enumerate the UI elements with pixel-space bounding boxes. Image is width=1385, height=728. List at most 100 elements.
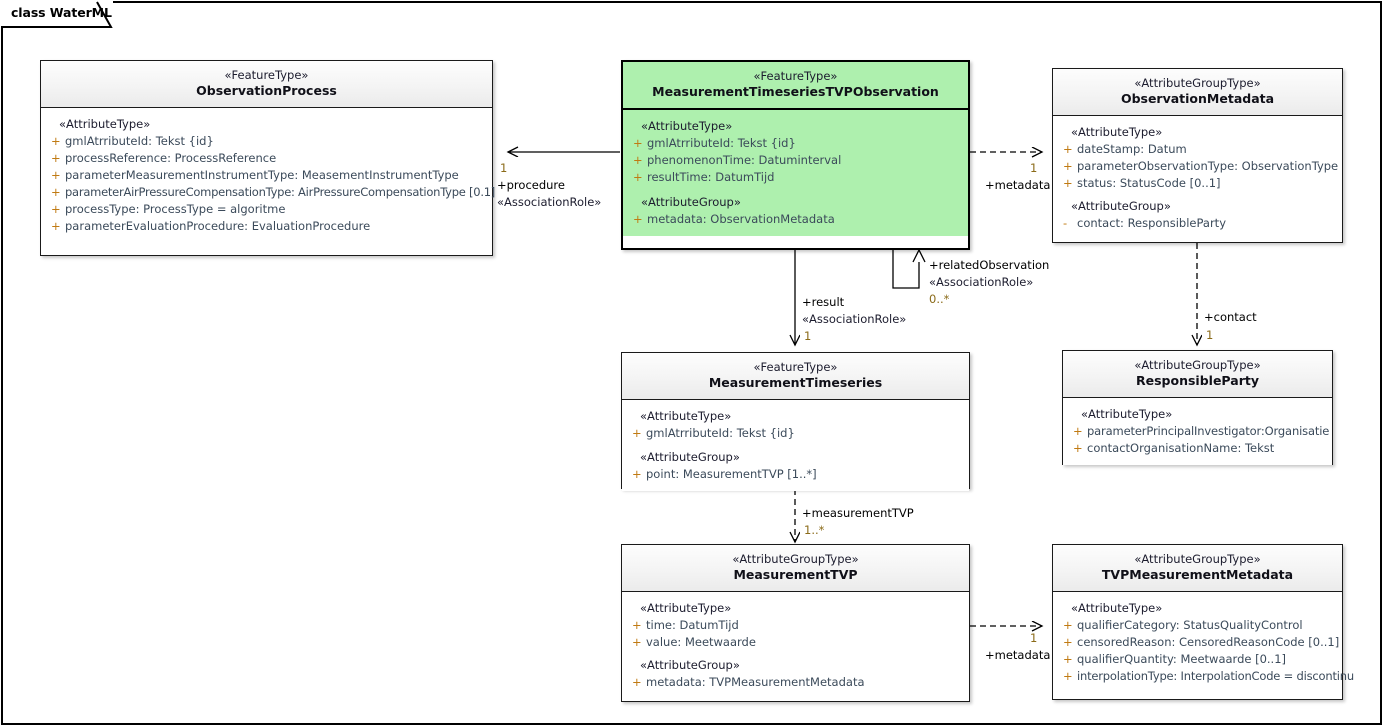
attribute-row: + value: Meetwaarde xyxy=(626,634,965,651)
connector-result-stereotype: «AssociationRole» xyxy=(802,312,907,326)
diagram-frame-tab: class WaterML xyxy=(1,1,113,28)
attribute-visibility: + xyxy=(51,168,61,182)
attribute-visibility: + xyxy=(1063,669,1073,683)
class-header: «AttributeGroupType» ObservationMetadata xyxy=(1053,69,1342,116)
attribute-text: dateStamp: Datum xyxy=(1077,142,1187,156)
attribute-row: + dateStamp: Datum xyxy=(1057,141,1338,158)
attribute-text: metadata: TVPMeasurementMetadata xyxy=(646,675,865,689)
connector-result-multiplicity: 1 xyxy=(804,329,812,343)
class-name: MeasurementTimeseriesTVPObservation xyxy=(652,84,939,99)
attribute-visibility: + xyxy=(1063,635,1073,649)
attribute-text: gmlAtrributeId: Tekst {id} xyxy=(647,136,796,150)
connector-contact-multiplicity: 1 xyxy=(1206,328,1214,342)
class-body: «AttributeType» + gmlAtrributeId: Tekst … xyxy=(41,108,495,243)
connector-metadata-tvp-role: +metadata xyxy=(985,648,1051,662)
attribute-text: point: MeasurementTVP [1..*] xyxy=(646,467,817,481)
attribute-text: parameterPrincipalInvestigator:Organisat… xyxy=(1087,424,1330,438)
attribute-text: time: DatumTijd xyxy=(646,618,739,632)
connector-measurement-tvp-role: +measurementTVP xyxy=(802,506,914,520)
attribute-visibility: + xyxy=(632,467,642,481)
attribute-text: contactOrganisationName: Tekst xyxy=(1087,441,1275,455)
attribute-text: processType: ProcessType = algoritme xyxy=(65,202,286,216)
attribute-group-label: «AttributeGroup» xyxy=(640,450,740,464)
attribute-row: + gmlAtrributeId: Tekst {id} xyxy=(626,425,965,442)
attribute-row: + parameterAirPressureCompensationType: … xyxy=(45,184,495,201)
attribute-text: phenomenonTime: Datuminterval xyxy=(647,153,842,167)
connector-related-observation-stereotype: «AssociationRole» xyxy=(929,275,1034,289)
attribute-group-label: «AttributeGroup» xyxy=(1071,199,1171,213)
connector-metadata-observation-multiplicity: 1 xyxy=(1030,161,1038,175)
attribute-group-label: «AttributeType» xyxy=(1071,601,1163,615)
connector-related-observation-role: +relatedObservation xyxy=(929,258,1050,272)
class-stereotype: «FeatureType» xyxy=(753,69,838,83)
attribute-visibility: + xyxy=(1063,159,1073,173)
class-name: ResponsibleParty xyxy=(1136,373,1259,388)
connector-metadata-tvp-multiplicity: 1 xyxy=(1030,631,1038,645)
attribute-visibility: + xyxy=(1063,176,1073,190)
attribute-row: + resultTime: DatumTijd xyxy=(627,169,964,186)
attribute-text: qualifierCategory: StatusQualityControl xyxy=(1077,618,1303,632)
class-stereotype: «AttributeGroupType» xyxy=(1134,358,1261,372)
attribute-visibility: + xyxy=(633,212,643,226)
attribute-group-label: «AttributeGroup» xyxy=(640,658,740,672)
attribute-row: + parameterPrincipalInvestigator:Organis… xyxy=(1067,423,1330,440)
class-stereotype: «FeatureType» xyxy=(224,68,309,82)
attribute-group-label: «AttributeType» xyxy=(59,117,151,131)
class-stereotype: «FeatureType» xyxy=(753,360,838,374)
class-responsible-party[interactable]: «AttributeGroupType» ResponsibleParty «A… xyxy=(1062,350,1333,465)
class-stereotype: «AttributeGroupType» xyxy=(1134,76,1261,90)
connector-procedure-stereotype: «AssociationRole» xyxy=(497,195,602,209)
attribute-visibility: + xyxy=(1063,142,1073,156)
class-name: ObservationProcess xyxy=(196,83,337,98)
attribute-row: + processType: ProcessType = algoritme xyxy=(45,201,488,218)
class-header: «AttributeGroupType» MeasurementTVP xyxy=(622,545,969,592)
class-tvp-measurement-metadata[interactable]: «AttributeGroupType» TVPMeasurementMetad… xyxy=(1052,544,1354,700)
attribute-row: + phenomenonTime: Datuminterval xyxy=(627,152,964,169)
class-name: TVPMeasurementMetadata xyxy=(1101,567,1294,582)
attribute-visibility: + xyxy=(632,675,642,689)
attribute-group-label: «AttributeType» xyxy=(1081,407,1173,421)
attribute-group-label: «AttributeGroup» xyxy=(641,195,741,209)
attribute-group-label: «AttributeType» xyxy=(1071,125,1163,139)
class-body: «AttributeType» + gmlAtrributeId: Tekst … xyxy=(623,110,968,236)
class-body: «AttributeType» + qualifierCategory: Sta… xyxy=(1053,592,1354,693)
attribute-row: + contactOrganisationName: Tekst xyxy=(1067,440,1328,457)
class-header: «FeatureType» MeasurementTimeseries xyxy=(622,353,969,400)
attribute-visibility: + xyxy=(1063,652,1073,666)
attribute-row: + interpolationType: InterpolationCode =… xyxy=(1057,668,1354,685)
class-name: MeasurementTVP xyxy=(733,567,858,582)
attribute-text: value: Meetwaarde xyxy=(646,635,756,649)
connector-contact-role: +contact xyxy=(1204,310,1257,324)
diagram-title: class WaterML xyxy=(11,5,112,20)
attribute-text: parameterAirPressureCompensationType: Ai… xyxy=(65,185,496,199)
class-observation-metadata[interactable]: «AttributeGroupType» ObservationMetadata… xyxy=(1052,68,1343,243)
class-name: MeasurementTimeseries xyxy=(708,375,883,390)
class-header: «FeatureType» MeasurementTimeseriesTVPOb… xyxy=(623,62,968,110)
class-header: «AttributeGroupType» ResponsibleParty xyxy=(1063,351,1332,398)
class-header: «FeatureType» ObservationProcess xyxy=(41,61,492,108)
attribute-text: parameterObservationType: ObservationTyp… xyxy=(1077,159,1339,173)
attribute-visibility: + xyxy=(51,202,61,216)
attribute-row: + parameterMeasurementInstrumentType: Me… xyxy=(45,167,488,184)
attribute-text: interpolationType: InterpolationCode = d… xyxy=(1077,669,1354,683)
class-name: ObservationMetadata xyxy=(1120,91,1275,106)
attribute-text: contact: ResponsibleParty xyxy=(1077,216,1226,230)
class-measurement-timeseries-tvp-observation[interactable]: «FeatureType» MeasurementTimeseriesTVPOb… xyxy=(621,60,970,250)
class-header: «AttributeGroupType» TVPMeasurementMetad… xyxy=(1053,545,1342,592)
attribute-row: + qualifierCategory: StatusQualityContro… xyxy=(1057,617,1338,634)
connector-related-observation-multiplicity: 0..* xyxy=(929,292,950,306)
class-observation-process[interactable]: «FeatureType» ObservationProcess «Attrib… xyxy=(40,60,495,256)
class-measurement-timeseries[interactable]: «FeatureType» MeasurementTimeseries «Att… xyxy=(621,352,970,491)
class-measurement-tvp[interactable]: «AttributeGroupType» MeasurementTVP «Att… xyxy=(621,544,970,702)
attribute-visibility: + xyxy=(51,151,61,165)
connector-result-role: +result xyxy=(802,295,845,309)
attribute-visibility: + xyxy=(51,134,61,148)
attribute-visibility: - xyxy=(1063,216,1068,230)
attribute-visibility: + xyxy=(633,136,643,150)
attribute-text: censoredReason: CensoredReasonCode [0..1… xyxy=(1077,635,1340,649)
class-stereotype: «AttributeGroupType» xyxy=(732,552,859,566)
class-body: «AttributeType» + parameterPrincipalInve… xyxy=(1063,398,1332,465)
class-body: «AttributeType» + dateStamp: Datum + par… xyxy=(1053,116,1342,240)
attribute-visibility: + xyxy=(633,153,643,167)
